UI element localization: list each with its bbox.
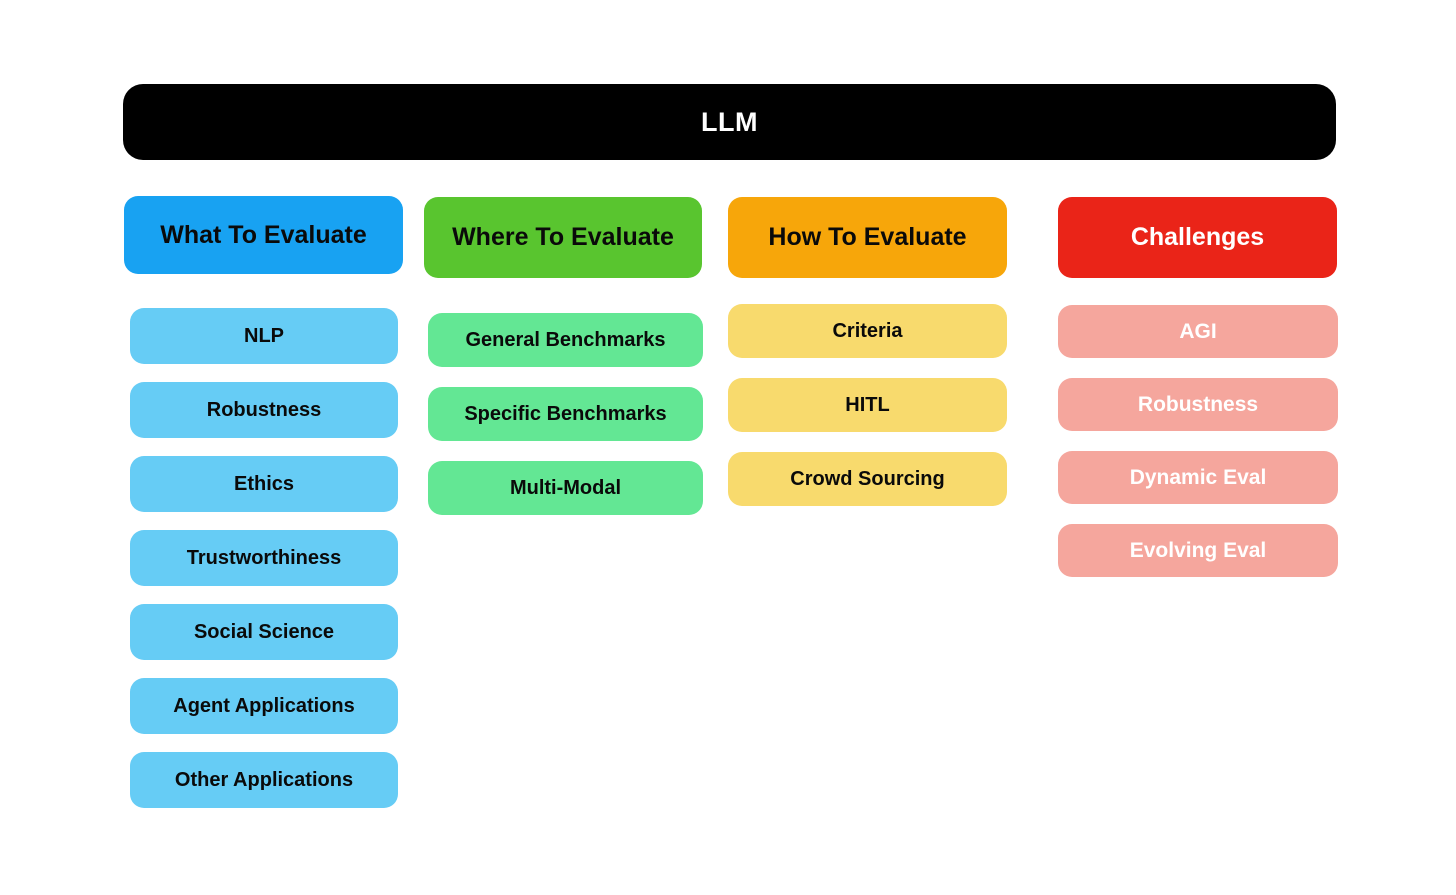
node-other-applications: Other Applications [130,752,398,808]
node-robustness: Robustness [130,382,398,438]
column-how-to-evaluate: How To Evaluate Criteria HITL Crowd Sour… [728,197,1007,506]
node-trustworthiness: Trustworthiness [130,530,398,586]
node-challenges-robustness: Robustness [1058,378,1338,431]
header-where-to-evaluate: Where To Evaluate [424,197,702,278]
column-what-to-evaluate: What To Evaluate NLP Robustness Ethics T… [124,196,403,808]
column-challenges: Challenges AGI Robustness Dynamic Eval E… [1058,197,1338,577]
column-where-to-evaluate: Where To Evaluate General Benchmarks Spe… [424,197,703,515]
challenges-items: AGI Robustness Dynamic Eval Evolving Eva… [1058,305,1338,577]
node-social-science: Social Science [130,604,398,660]
what-to-evaluate-items: NLP Robustness Ethics Trustworthiness So… [130,308,398,808]
node-agi: AGI [1058,305,1338,358]
node-agent-applications: Agent Applications [130,678,398,734]
node-criteria: Criteria [728,304,1007,358]
node-hitl: HITL [728,378,1007,432]
node-general-benchmarks: General Benchmarks [428,313,703,367]
node-ethics: Ethics [130,456,398,512]
how-to-evaluate-items: Criteria HITL Crowd Sourcing [728,304,1007,506]
header-how-to-evaluate: How To Evaluate [728,197,1007,278]
node-dynamic-eval: Dynamic Eval [1058,451,1338,504]
node-specific-benchmarks: Specific Benchmarks [428,387,703,441]
node-multi-modal: Multi-Modal [428,461,703,515]
node-nlp: NLP [130,308,398,364]
llm-root-node: LLM [123,84,1336,160]
node-crowd-sourcing: Crowd Sourcing [728,452,1007,506]
header-challenges: Challenges [1058,197,1337,278]
where-to-evaluate-items: General Benchmarks Specific Benchmarks M… [428,313,703,515]
node-evolving-eval: Evolving Eval [1058,524,1338,577]
header-what-to-evaluate: What To Evaluate [124,196,403,274]
